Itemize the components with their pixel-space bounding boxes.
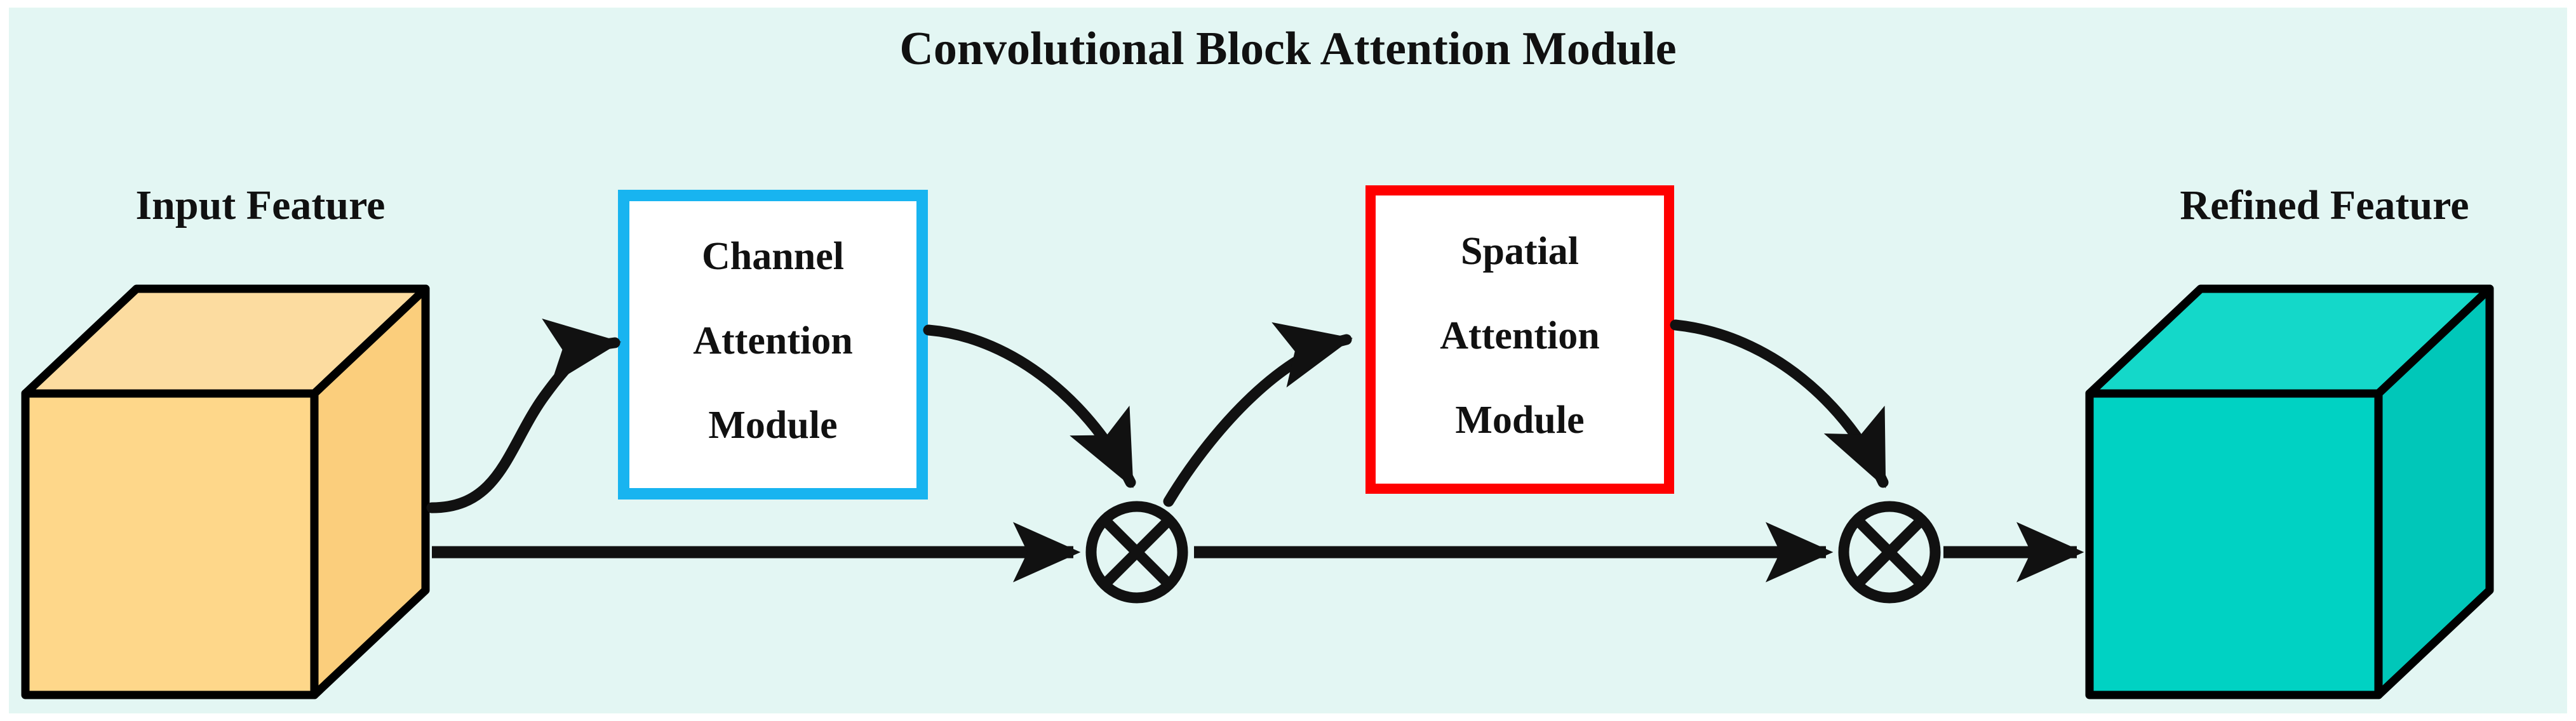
input-feature-cube [21, 284, 430, 699]
channel-attention-module-box[interactable] [618, 190, 928, 499]
arrow-channel-attention-to-multiply-1 [923, 324, 1136, 489]
multiply-1-circle [1085, 501, 1188, 604]
input-feature-label: Input Feature [136, 182, 386, 228]
spatial-attention-module[interactable]: Spatial Attention Module [1365, 185, 1674, 494]
multiply-2-circle [1838, 501, 1941, 604]
multiply-1-stroke-b [1099, 515, 1174, 590]
multiply-2 [1838, 501, 1941, 604]
arrow-spatial-attention-to-multiply-2 [1670, 319, 1889, 489]
spatial-attention-line-1: Spatial [1461, 230, 1579, 273]
channel-attention-line-1: Channel [702, 235, 844, 278]
refined-feature-label: Refined Feature [2180, 182, 2469, 228]
spatial-attention-module-box[interactable] [1365, 185, 1674, 494]
channel-attention-module[interactable]: Channel Attention Module [618, 190, 928, 499]
channel-attention-line-3: Module [708, 404, 837, 447]
spatial-attention-line-3: Module [1455, 399, 1584, 442]
refined-cube-front-face [2085, 389, 2383, 699]
arrow-multiply-1-to-spatial-attention [1163, 322, 1353, 507]
diagram-title: Convolutional Block Attention Module [899, 23, 1676, 75]
multiply-2-stroke-b [1852, 515, 1927, 590]
channel-attention-line-2: Attention [693, 319, 852, 362]
refined-feature-cube [2085, 284, 2494, 699]
spatial-attention-line-2: Attention [1440, 314, 1599, 357]
input-cube-front-face [21, 389, 319, 699]
multiply-1 [1085, 501, 1188, 604]
arrow-input-to-channel-attention [426, 318, 622, 513]
